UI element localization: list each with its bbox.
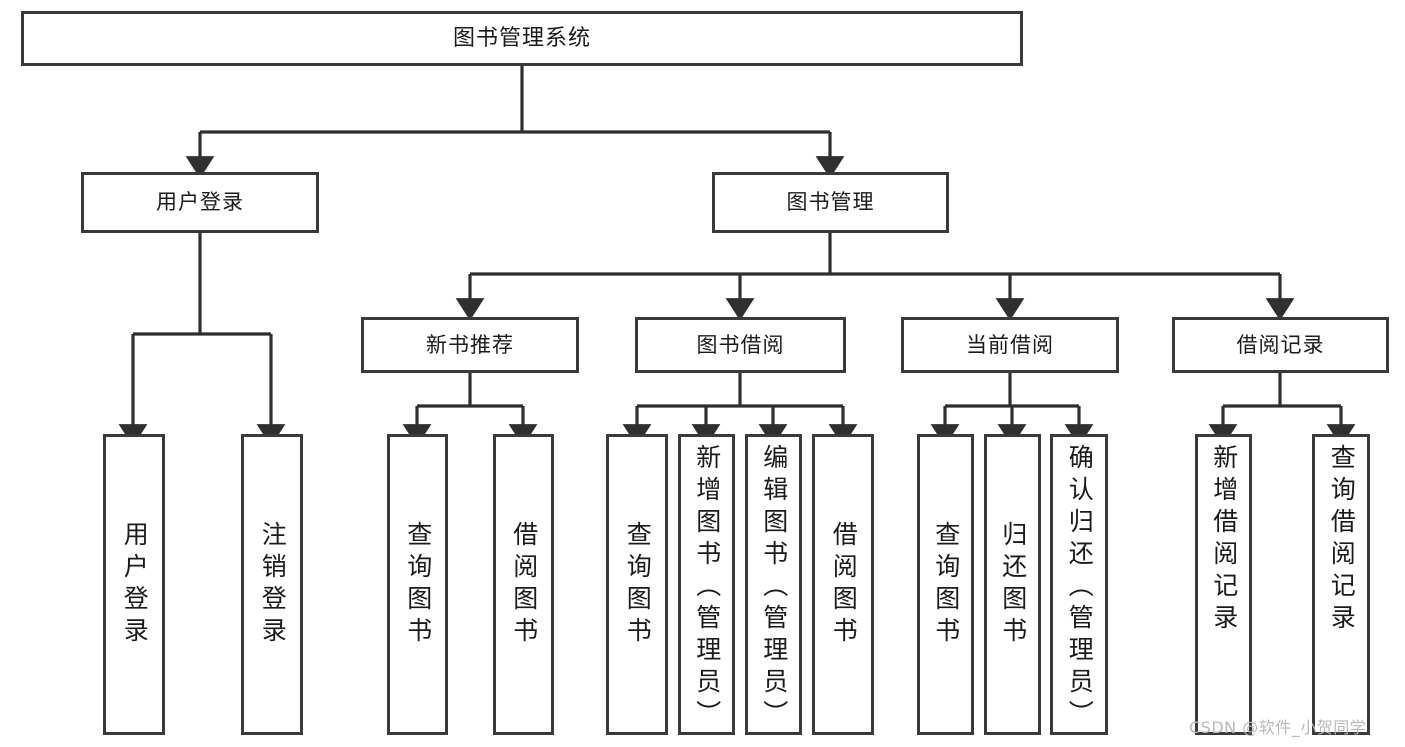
node-new-book-recommend[interactable]: 新书推荐	[361, 317, 579, 373]
node-label: 图书管理	[786, 190, 875, 215]
node-label: 图书管理系统	[452, 25, 591, 51]
node-label: 查询图书	[623, 520, 653, 649]
node-user-login[interactable]: 用户登录	[81, 172, 319, 233]
node-label: 借阅图书	[829, 520, 859, 649]
leaf-query-book-current[interactable]: 查询图书	[917, 434, 974, 735]
leaf-query-book-borrow[interactable]: 查询图书	[606, 434, 668, 735]
node-label: 图书借阅	[696, 332, 785, 357]
leaf-add-borrow-record[interactable]: 新增借阅记录	[1195, 434, 1252, 735]
node-book-borrow[interactable]: 图书借阅	[635, 317, 846, 373]
node-book-management[interactable]: 图书管理	[712, 172, 949, 233]
node-label: 查询图书	[931, 520, 961, 649]
node-label: 用户登录	[120, 520, 150, 649]
node-current-borrow[interactable]: 当前借阅	[901, 317, 1119, 373]
node-label: 当前借阅	[966, 332, 1054, 357]
node-label: 确认归还（管理员）	[1065, 444, 1095, 732]
node-label: 借阅记录	[1236, 332, 1325, 357]
node-label: 用户登录	[156, 190, 244, 215]
leaf-logout[interactable]: 注销登录	[241, 434, 303, 735]
node-label: 新书推荐	[426, 332, 514, 357]
node-borrow-records[interactable]: 借阅记录	[1172, 317, 1389, 373]
leaf-borrow-book[interactable]: 借阅图书	[812, 434, 874, 735]
node-label: 新增借阅记录	[1209, 444, 1239, 636]
leaf-borrow-book-recommend[interactable]: 借阅图书	[493, 434, 554, 735]
leaf-user-login[interactable]: 用户登录	[103, 434, 165, 735]
node-label: 编辑图书（管理员）	[759, 444, 789, 732]
node-root-system[interactable]: 图书管理系统	[21, 11, 1023, 66]
node-label: 借阅图书	[509, 520, 539, 649]
leaf-query-borrow-record[interactable]: 查询借阅记录	[1312, 434, 1370, 735]
node-label: 查询图书	[403, 520, 433, 649]
node-label: 新增图书（管理员）	[692, 444, 722, 732]
node-label: 注销登录	[258, 520, 288, 649]
node-label: 查询借阅记录	[1327, 444, 1357, 636]
csdn-watermark: CSDN @软件_小贺同学	[1189, 718, 1367, 737]
leaf-query-book-recommend[interactable]: 查询图书	[387, 434, 448, 735]
leaf-edit-book-admin[interactable]: 编辑图书（管理员）	[745, 434, 802, 735]
leaf-confirm-return-admin[interactable]: 确认归还（管理员）	[1050, 434, 1108, 735]
node-label: 归还图书	[998, 520, 1028, 649]
leaf-return-book[interactable]: 归还图书	[984, 434, 1041, 735]
leaf-add-book-admin[interactable]: 新增图书（管理员）	[678, 434, 735, 735]
